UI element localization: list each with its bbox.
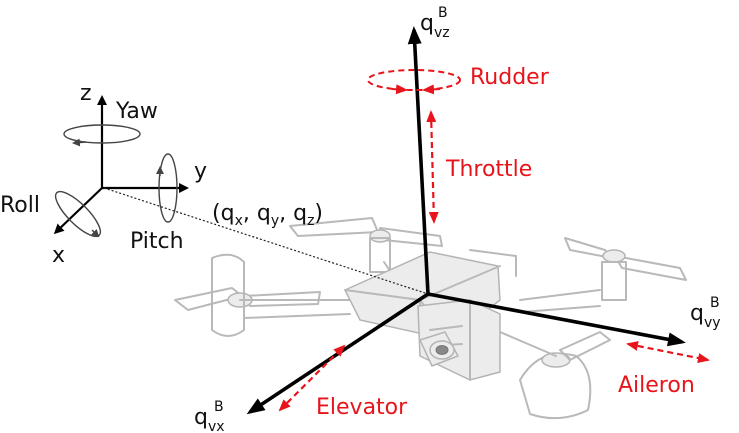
body-vz-axis [407, 26, 430, 295]
world-y-label: y [194, 159, 207, 184]
propeller-icon [564, 237, 687, 301]
pitch-label: Pitch [130, 229, 184, 254]
world-z-label: z [80, 81, 92, 106]
drone-illustration [174, 217, 687, 420]
roll-label: Roll [0, 193, 40, 218]
world-x-label: x [52, 243, 65, 268]
body-vy-label: qvy [690, 301, 721, 331]
position-vector [103, 187, 429, 295]
body-vz-label: qvz [420, 11, 450, 41]
world-x-axis [53, 187, 103, 235]
propeller-icon [174, 253, 321, 337]
propeller-icon [289, 217, 443, 273]
throttle-label: Throttle [445, 157, 532, 182]
body-vx-label: qvx [194, 405, 225, 433]
rudder-label: Rudder [470, 65, 550, 90]
control-inputs: Rudder Throttle Aileron Elevator [278, 65, 710, 420]
throttle-arrow [426, 110, 439, 224]
aileron-arrow [626, 341, 710, 363]
propeller-icon [519, 331, 611, 420]
roll-rotation-icon [54, 190, 102, 238]
body-vx-superscript: B [214, 399, 224, 415]
body-vz-superscript: B [438, 5, 448, 21]
aileron-label: Aileron [618, 373, 695, 398]
elevator-arrow [278, 344, 346, 412]
pitch-rotation-icon [156, 153, 178, 223]
rudder-rotation-icon [367, 69, 461, 95]
body-vy-axis [427, 292, 686, 347]
yaw-rotation-icon [63, 124, 141, 147]
yaw-label: Yaw [115, 99, 158, 124]
body-vy-superscript: B [710, 295, 720, 311]
elevator-label: Elevator [316, 395, 408, 420]
position-label: (qx, qy, qz) [212, 201, 323, 229]
world-frame: z y x Yaw Pitch Roll (qx, qy, qz) [0, 81, 429, 295]
